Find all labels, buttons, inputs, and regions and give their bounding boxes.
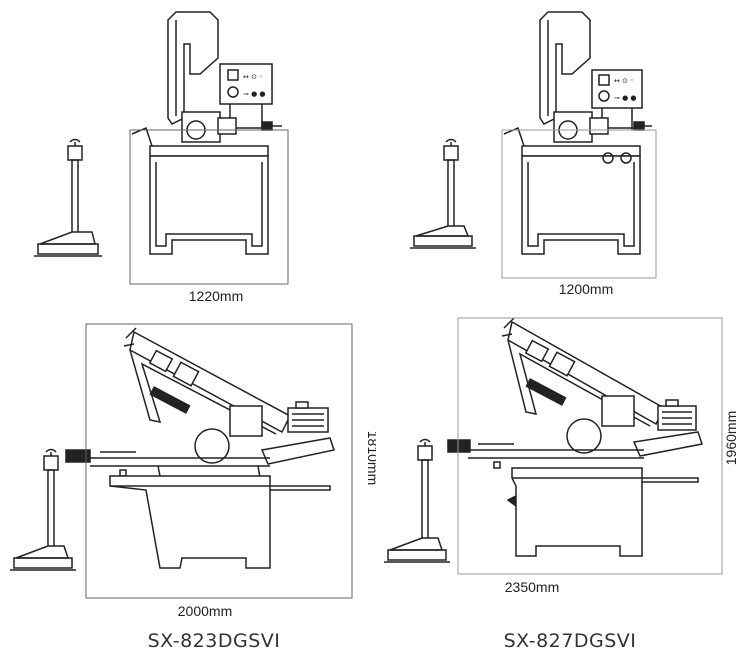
svg-text:⊸ ● ●: ⊸ ● ● bbox=[243, 90, 266, 98]
motor bbox=[229, 401, 335, 465]
foot-pedal-icon bbox=[34, 138, 102, 257]
saw-frame bbox=[167, 11, 219, 125]
motor bbox=[601, 395, 703, 457]
base-cabinet bbox=[521, 145, 641, 255]
base-cabinet bbox=[149, 145, 269, 255]
dimension-box bbox=[457, 317, 723, 575]
control-panel: ↔ ⊙ ◦ ⊸ ● ● bbox=[591, 69, 643, 130]
saw-frame bbox=[539, 11, 591, 125]
height-dimension-label: 1810mm bbox=[365, 431, 376, 485]
height-dimension-label: 1960mm bbox=[723, 411, 739, 465]
blade-head bbox=[553, 111, 652, 143]
foot-pedal-icon bbox=[384, 438, 450, 563]
side-view-left-drawing: 2000mm 1810mm bbox=[10, 323, 376, 619]
side-view-right: 2350mm 1960mm bbox=[376, 310, 752, 620]
foot-pedal-icon bbox=[410, 138, 476, 249]
dimension-box bbox=[85, 323, 353, 599]
base-cabinet bbox=[511, 467, 699, 557]
saw-bow-tilted bbox=[501, 317, 665, 427]
svg-text:↔ ⊙ ◦: ↔ ⊙ ◦ bbox=[243, 73, 263, 81]
front-view-left: ↔ ⊙ ◦ ⊸ ● ● bbox=[0, 0, 376, 310]
model-name-right: SX-827DGSVI bbox=[503, 630, 637, 652]
width-dimension-label: 1200mm bbox=[559, 281, 613, 297]
width-dimension-label: 2350mm bbox=[505, 579, 559, 595]
side-view-right-drawing: 2350mm 1960mm bbox=[384, 317, 739, 595]
saw-bow-tilted bbox=[123, 327, 291, 435]
dimension-box bbox=[129, 129, 289, 285]
width-dimension-label: 1220mm bbox=[189, 288, 243, 304]
front-view-right-drawing: ↔ ⊙ ◦ ⊸ ● ● 1200mm bbox=[410, 11, 657, 297]
svg-text:⊸ ● ●: ⊸ ● ● bbox=[614, 94, 637, 102]
model-name-left: SX-823DGSVI bbox=[147, 630, 281, 652]
blade-head bbox=[181, 111, 282, 143]
dimension-box bbox=[501, 129, 657, 279]
foot-pedal-icon bbox=[10, 448, 76, 571]
front-view-right: ↔ ⊙ ◦ ⊸ ● ● 1200mm bbox=[376, 0, 752, 310]
front-view-left-drawing: ↔ ⊙ ◦ ⊸ ● ● bbox=[34, 11, 289, 304]
base-cabinet bbox=[109, 475, 331, 569]
width-dimension-label: 2000mm bbox=[178, 603, 232, 619]
svg-text:↔ ⊙ ◦: ↔ ⊙ ◦ bbox=[614, 77, 634, 85]
side-view-left: 2000mm 1810mm bbox=[0, 310, 376, 620]
